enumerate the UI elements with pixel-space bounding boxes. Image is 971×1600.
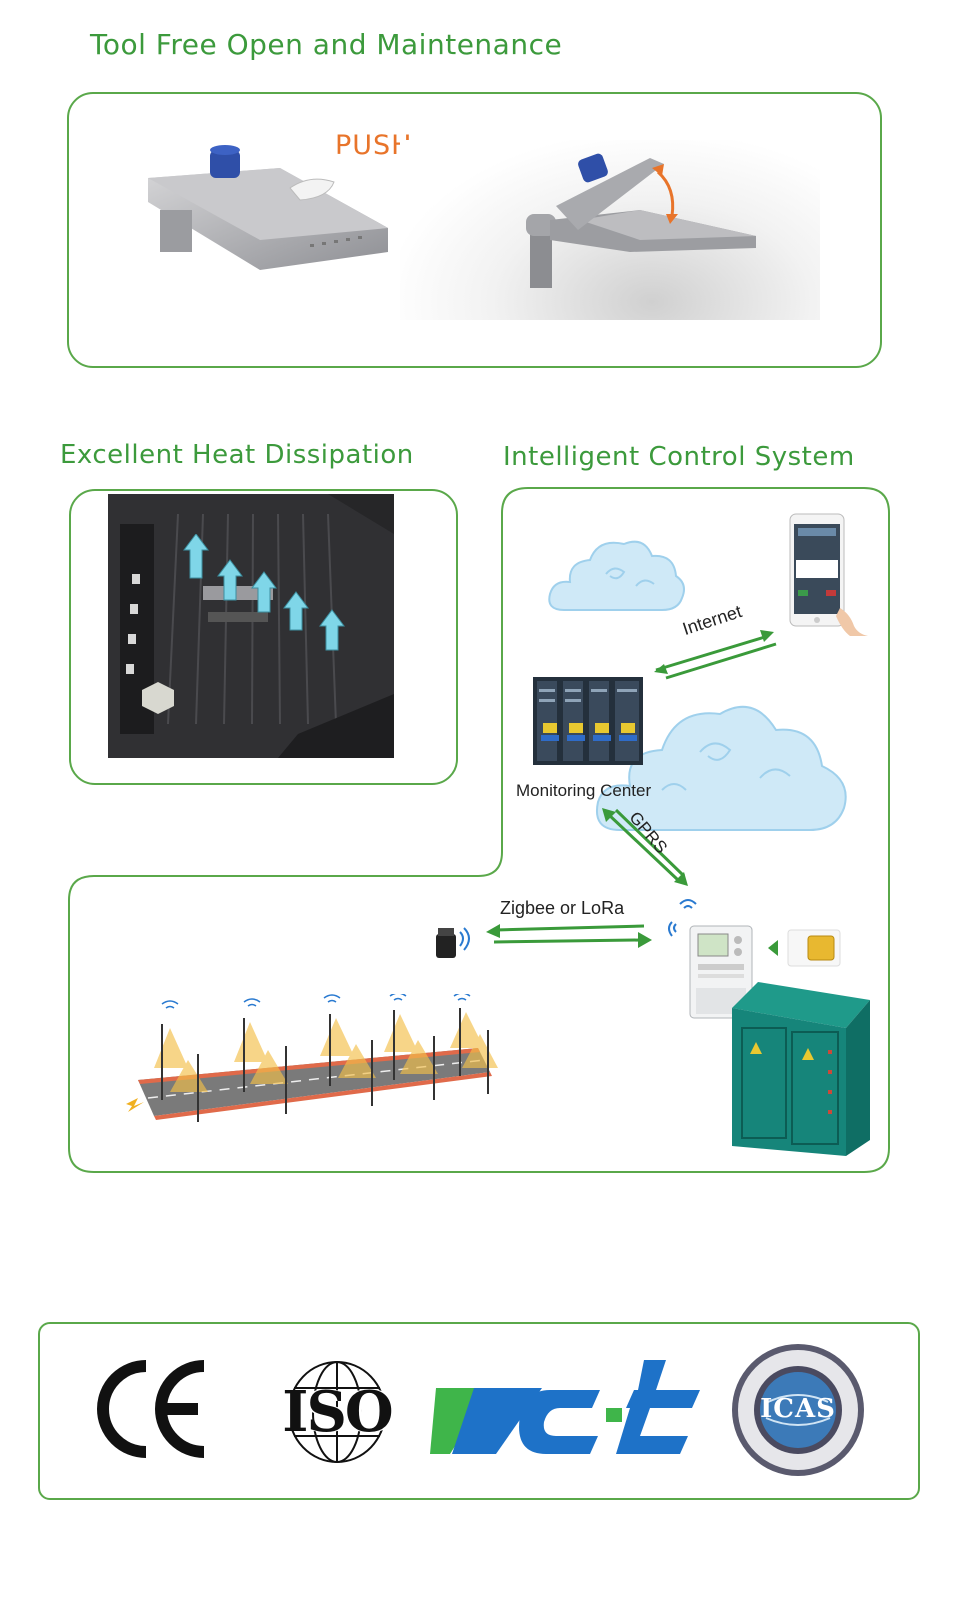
node-controller-icon bbox=[436, 927, 470, 958]
heat-arrow-icon bbox=[183, 534, 209, 579]
tool-free-frame bbox=[67, 92, 882, 368]
power-cabinet-icon bbox=[732, 982, 870, 1156]
icas-seal: ICAS bbox=[730, 1342, 866, 1478]
heat-arrow-icon bbox=[217, 559, 243, 601]
seal-icon bbox=[732, 1344, 864, 1476]
push-label: PUSH bbox=[335, 130, 413, 161]
monitoring-center-label: Monitoring Center bbox=[516, 781, 652, 800]
ce-mark-icon bbox=[97, 1360, 205, 1458]
street-light-scene bbox=[126, 994, 498, 1122]
iso-text: ISO bbox=[282, 1379, 393, 1445]
cloud-large-icon bbox=[596, 705, 847, 831]
control-frame bbox=[68, 487, 890, 1173]
section-title-tool-free: Tool Free Open and Maintenance bbox=[90, 28, 563, 61]
icas-text: ICAS bbox=[760, 1394, 836, 1424]
heat-arrow-icon bbox=[283, 591, 309, 631]
globe-icon bbox=[288, 1361, 386, 1463]
section-title-heat: Excellent Heat Dissipation bbox=[60, 440, 414, 470]
wifi-signal-icon bbox=[668, 899, 697, 937]
heatsink-image bbox=[108, 494, 394, 758]
gprs-arrows-icon bbox=[602, 808, 688, 886]
internet-arrows-icon bbox=[654, 630, 777, 680]
iso-logo: ISO bbox=[268, 1358, 406, 1466]
certifications-frame bbox=[38, 1322, 920, 1500]
tct-logo bbox=[430, 1360, 700, 1454]
heat-frame bbox=[69, 489, 458, 785]
section-title-control: Intelligent Control System bbox=[503, 442, 855, 472]
sim-card-icon bbox=[768, 929, 841, 967]
fixture-open-illustration bbox=[526, 153, 756, 288]
fixture-closed-illustration bbox=[148, 145, 388, 270]
heat-arrow-icon bbox=[251, 571, 277, 613]
heat-arrows bbox=[183, 534, 345, 651]
heat-arrow-icon bbox=[319, 609, 345, 651]
server-room-image bbox=[533, 677, 643, 765]
smart-meter-icon bbox=[689, 925, 753, 1019]
server-rack-illustration bbox=[533, 677, 643, 765]
smartphone-icon bbox=[789, 513, 868, 636]
heatsink-illustration bbox=[108, 494, 394, 758]
cloud-small-icon bbox=[548, 540, 685, 611]
zigbee-arrows-icon bbox=[486, 924, 652, 948]
zigbee-label: Zigbee or LoRa bbox=[500, 898, 625, 918]
